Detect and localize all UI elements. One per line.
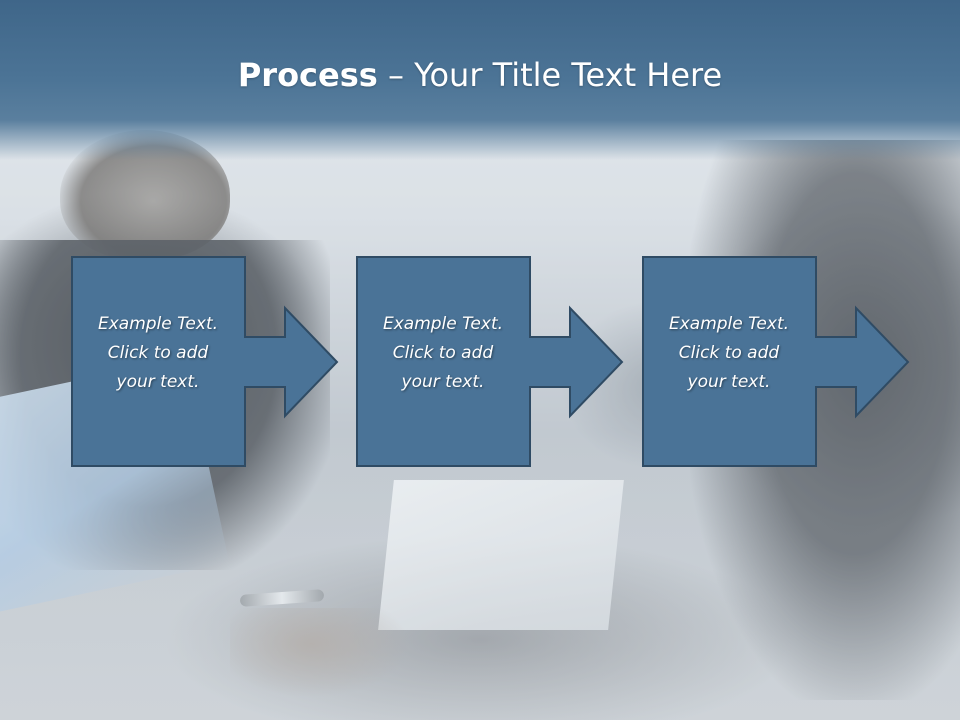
step-2-line-3: your text. <box>401 372 485 392</box>
step-1-line-2: Click to add <box>107 343 209 363</box>
step-2-line-1: Example Text. <box>382 314 504 334</box>
slide-title[interactable]: Process – Your Title Text Here <box>0 54 960 96</box>
step-2-line-2: Click to add <box>392 343 494 363</box>
step-3-reflection <box>642 468 912 558</box>
hand <box>230 608 410 698</box>
step-1-reflection <box>71 468 247 558</box>
step-3-line-3: your text. <box>687 372 771 392</box>
step-2-reflection <box>356 468 532 558</box>
arrow-box-shape-3 <box>642 256 910 467</box>
arrow-box-shape-2 <box>356 256 624 467</box>
step-1-text: Example Text. Click to add your text. <box>71 310 245 397</box>
process-step-1[interactable]: Example Text. Click to add your text. <box>71 256 339 468</box>
title-band <box>0 0 960 160</box>
step-2-text: Example Text. Click to add your text. <box>356 310 530 397</box>
title-rest: – Your Title Text Here <box>377 56 723 94</box>
step-3-line-1: Example Text. <box>668 314 790 334</box>
step-1-line-3: your text. <box>116 372 200 392</box>
process-step-3[interactable]: Example Text. Click to add your text. <box>642 256 910 468</box>
step-3-line-2: Click to add <box>678 343 780 363</box>
process-step-2[interactable]: Example Text. Click to add your text. <box>356 256 624 468</box>
title-bold: Process <box>237 56 378 94</box>
step-1-line-1: Example Text. <box>97 314 219 334</box>
arrow-box-shape-1 <box>71 256 339 467</box>
step-3-text: Example Text. Click to add your text. <box>642 310 816 397</box>
